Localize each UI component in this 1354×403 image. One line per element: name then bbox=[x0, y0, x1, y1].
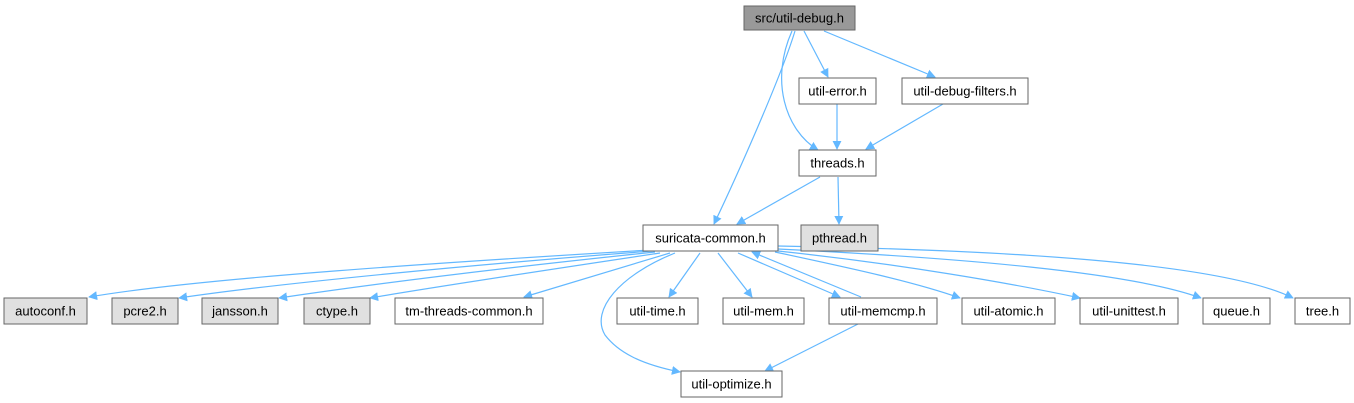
node-jansson-h[interactable]: jansson.h bbox=[201, 297, 279, 325]
node-box bbox=[901, 77, 1029, 105]
node-layer: src/util-debug.h util-error.h util-debug… bbox=[3, 5, 1351, 398]
node-box bbox=[303, 297, 371, 325]
node-label: util-error.h bbox=[808, 84, 867, 99]
edge-common-to-pcre2 bbox=[178, 250, 653, 302]
node-util-memcmp-h[interactable]: util-memcmp.h bbox=[828, 297, 938, 325]
node-label: tree.h bbox=[1306, 304, 1339, 319]
node-label: util-memcmp.h bbox=[840, 304, 925, 319]
edge-threads-to-common bbox=[736, 176, 821, 225]
node-autoconf-h[interactable]: autoconf.h bbox=[3, 297, 88, 325]
node-util-atomic-h[interactable]: util-atomic.h bbox=[961, 297, 1056, 325]
node-util-optimize-h[interactable]: util-optimize.h bbox=[680, 370, 783, 398]
edge-common-to-uopt bbox=[600, 252, 681, 375]
node-label: threads.h bbox=[810, 156, 864, 171]
node-box bbox=[722, 297, 805, 325]
node-box bbox=[800, 224, 879, 252]
node-label: src/util-debug.h bbox=[755, 11, 844, 26]
node-box bbox=[828, 297, 938, 325]
edge-filters-to-threads bbox=[865, 103, 944, 150]
node-box bbox=[961, 297, 1056, 325]
node-ctype-h[interactable]: ctype.h bbox=[303, 297, 371, 325]
node-suricata-common-h[interactable]: suricata-common.h bbox=[642, 224, 779, 252]
node-pthread-h[interactable]: pthread.h bbox=[800, 224, 879, 252]
node-label: queue.h bbox=[1213, 304, 1260, 319]
node-label: pthread.h bbox=[812, 231, 867, 246]
node-box bbox=[394, 297, 544, 325]
node-label: util-time.h bbox=[629, 304, 685, 319]
node-util-time-h[interactable]: util-time.h bbox=[616, 297, 699, 325]
node-label: suricata-common.h bbox=[655, 231, 766, 246]
edge-layer bbox=[88, 30, 1294, 375]
node-box bbox=[1079, 297, 1179, 325]
node-threads-h[interactable]: threads.h bbox=[798, 149, 877, 177]
node-src-util-debug-h[interactable]: src/util-debug.h bbox=[743, 5, 856, 31]
node-label: ctype.h bbox=[316, 304, 358, 319]
edge-common-to-uatomic bbox=[774, 251, 961, 300]
node-box bbox=[680, 370, 783, 398]
node-queue-h[interactable]: queue.h bbox=[1202, 297, 1271, 325]
node-box bbox=[616, 297, 699, 325]
edge-umemcmp-to-uopt bbox=[764, 323, 859, 372]
node-label: pcre2.h bbox=[123, 304, 166, 319]
node-util-debug-filters-h[interactable]: util-debug-filters.h bbox=[901, 77, 1029, 105]
node-box bbox=[111, 297, 179, 325]
node-box bbox=[1294, 297, 1351, 325]
edge-threads-to-pthread bbox=[834, 176, 844, 225]
node-util-mem-h[interactable]: util-mem.h bbox=[722, 297, 805, 325]
edge-common-to-jansson bbox=[278, 251, 656, 302]
node-label: util-unittest.h bbox=[1092, 304, 1166, 319]
edge-root-to-threads bbox=[781, 30, 819, 151]
node-box bbox=[1202, 297, 1271, 325]
edge-common-to-queue bbox=[777, 248, 1202, 300]
node-tree-h[interactable]: tree.h bbox=[1294, 297, 1351, 325]
node-box bbox=[743, 5, 856, 31]
node-label: util-optimize.h bbox=[691, 377, 771, 392]
node-box bbox=[798, 77, 877, 105]
node-label: tm-threads-common.h bbox=[405, 304, 532, 319]
node-box bbox=[798, 149, 877, 177]
edge-umemcmp-to-common bbox=[751, 250, 862, 298]
node-label: autoconf.h bbox=[15, 304, 76, 319]
node-label: util-mem.h bbox=[733, 304, 794, 319]
edge-common-to-uunit bbox=[777, 250, 1081, 301]
edge-root-to-error bbox=[803, 30, 829, 78]
node-label: util-debug-filters.h bbox=[913, 84, 1016, 99]
edge-common-to-autoconf bbox=[88, 249, 651, 301]
edge-common-to-tmthreads bbox=[523, 252, 671, 299]
edge-common-to-umem bbox=[717, 252, 753, 298]
edge-common-to-ctype bbox=[369, 252, 661, 302]
node-label: jansson.h bbox=[211, 304, 268, 319]
edge-common-to-umemcmp bbox=[737, 252, 841, 298]
edge-root-to-filters bbox=[823, 30, 936, 79]
node-box bbox=[3, 297, 88, 325]
node-pcre2-h[interactable]: pcre2.h bbox=[111, 297, 179, 325]
node-tm-threads-common-h[interactable]: tm-threads-common.h bbox=[394, 297, 544, 325]
node-label: util-atomic.h bbox=[973, 304, 1043, 319]
edge-root-to-common bbox=[713, 30, 796, 225]
node-box bbox=[201, 297, 279, 325]
edge-common-to-utime bbox=[668, 252, 701, 298]
node-util-error-h[interactable]: util-error.h bbox=[798, 77, 877, 105]
node-util-unittest-h[interactable]: util-unittest.h bbox=[1079, 297, 1179, 325]
node-box bbox=[642, 224, 779, 252]
